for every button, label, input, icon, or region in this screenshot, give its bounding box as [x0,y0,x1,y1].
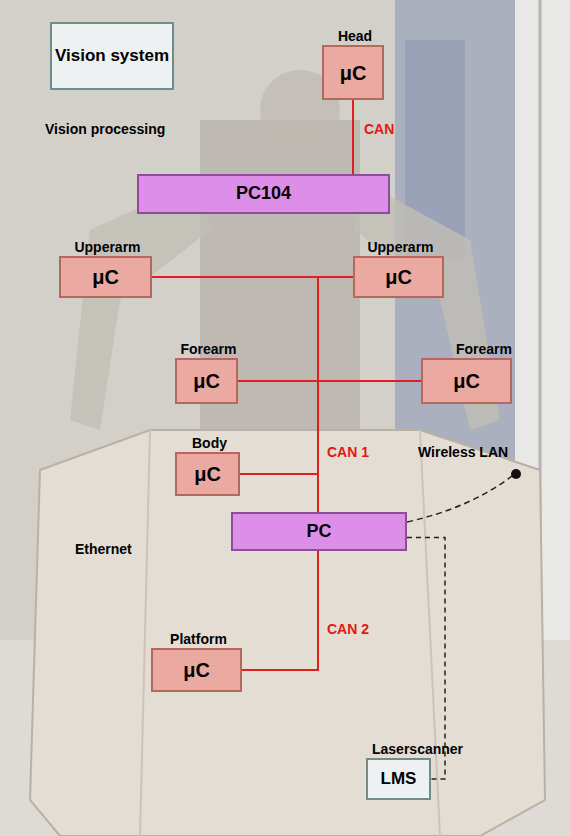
box-text: μC [193,370,220,392]
computer-box: PC [231,512,407,551]
controller-box: HeadμC [322,45,384,100]
box-heading: Forearm [456,340,512,358]
note-label: Ethernet [75,540,132,558]
can-bus-line [242,551,318,670]
computer-box: PC104 [137,174,390,214]
box-heading: Body [192,434,227,452]
can-bus-line [318,381,421,512]
bus-label: CAN [364,120,394,138]
controller-box: PlatformμC [151,648,242,692]
controller-box: UpperarmμC [353,256,444,298]
box-text: μC [453,370,480,392]
can-bus-line [318,277,353,512]
system-box: Vision system [50,22,174,90]
controller-box: ForearmμC [421,358,512,404]
can-bus-line [238,381,318,512]
box-text: μC [385,266,412,288]
box-text: μC [183,659,210,681]
box-text: PC [306,522,331,542]
box-heading: Upperarm [367,238,433,256]
can-bus-line [152,277,318,512]
sensor-box: LaserscannerLMS [366,758,431,800]
note-label: Wireless LAN [418,443,508,461]
can-bus-line [240,474,318,512]
bus-label: CAN 1 [327,443,369,461]
box-heading: Head [338,27,372,45]
controller-box: ForearmμC [175,358,238,404]
box-text: LMS [381,770,417,789]
controller-box: UpperarmμC [59,256,152,298]
box-text: μC [194,463,221,485]
note-label: Vision processing [45,120,165,138]
box-heading: Upperarm [74,238,140,256]
bus-label: CAN 2 [327,620,369,638]
box-text: μC [92,266,119,288]
box-heading: Forearm [180,340,236,358]
box-text: PC104 [236,184,291,204]
box-text: μC [340,62,367,84]
box-heading: Platform [170,630,227,648]
can-bus-line [352,100,354,174]
controller-box: BodyμC [175,452,240,496]
box-heading: Laserscanner [372,740,463,758]
box-text: Vision system [55,47,169,66]
